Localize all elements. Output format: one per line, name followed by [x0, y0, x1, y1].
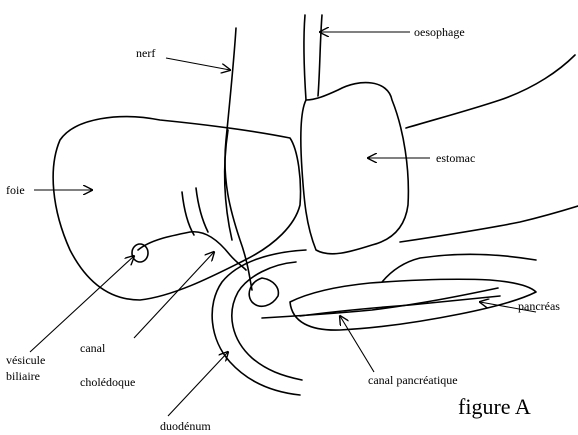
label-oesophage: oesophage: [414, 25, 465, 39]
arrow-duodenum: [168, 352, 228, 416]
duodenum-outer-wall: [212, 250, 306, 395]
label-vesicule-2: biliaire: [6, 369, 40, 383]
label-pancreas: pancréas: [518, 299, 560, 313]
gallbladder: [132, 244, 148, 262]
label-nerf: nerf: [136, 46, 155, 60]
label-canal-choledoque-2: cholédoque: [80, 375, 135, 389]
stomach-outline: [301, 83, 409, 254]
label-estomac: estomac: [436, 151, 475, 165]
oesophagus-left-wall: [304, 15, 306, 100]
duodenum-bulb: [249, 278, 278, 306]
pancreas-upper-lobe: [382, 254, 536, 282]
label-canal-choledoque-1: canal: [80, 341, 106, 355]
liver-outline: [53, 117, 300, 300]
body-contour-middle: [400, 206, 578, 242]
label-foie: foie: [6, 183, 25, 197]
cystic-duct: [138, 232, 246, 270]
nerve-line-2: [225, 130, 232, 240]
hepatic-duct-left: [182, 192, 194, 235]
figure-caption: figure A: [458, 394, 531, 419]
arrow-canal-choledoque: [134, 252, 214, 338]
oesophagus-right-wall: [318, 15, 322, 96]
hepatic-duct-right: [196, 188, 208, 232]
label-vesicule-1: vésicule: [6, 353, 45, 367]
arrow-canal-pancreatique: [340, 316, 374, 372]
nerve-line-1: [225, 28, 252, 290]
arrow-nerf: [166, 58, 230, 70]
label-duodenum: duodénum: [160, 419, 211, 433]
label-canal-pancreatique: canal pancréatique: [368, 373, 458, 387]
body-contour-upper: [406, 55, 575, 128]
